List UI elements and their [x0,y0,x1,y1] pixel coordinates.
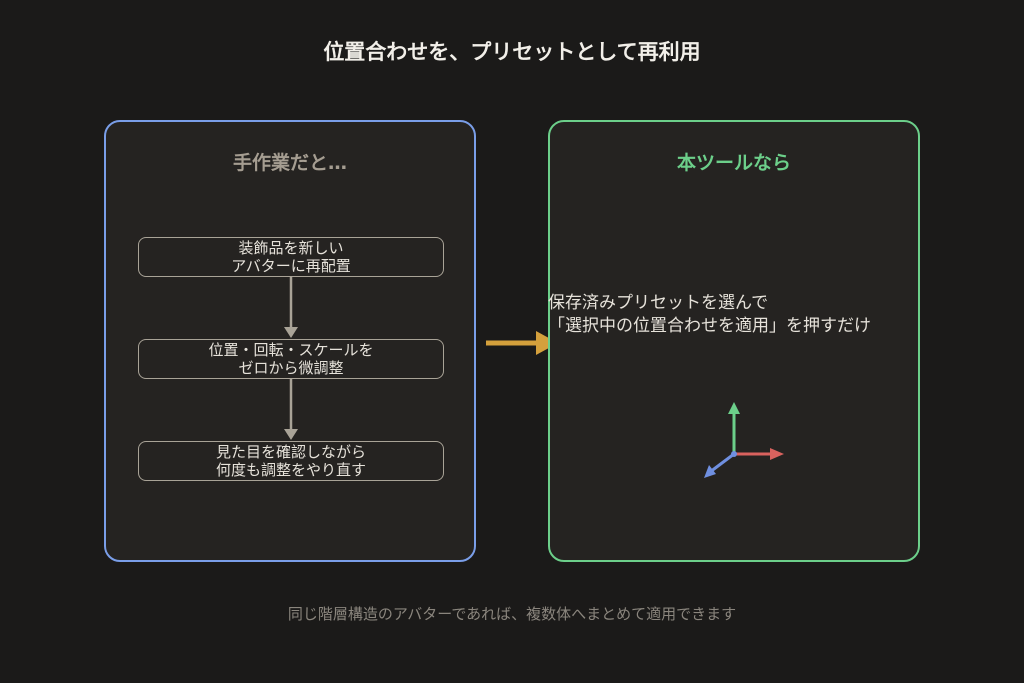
step-1-line-1: 装飾品を新しい [238,239,344,257]
step-3-line-1: 見た目を確認しながら [215,443,366,461]
manual-panel: 手作業だと… 装飾品を新しい アバターに再配置 位置・回転・スケールを ゼロから… [104,120,476,562]
step-3-line-2: 何度も調整をやり直す [215,461,366,479]
manual-panel-heading: 手作業だと… [232,152,347,174]
arrow-down-icon [284,277,298,338]
tool-panel: 本ツールなら [548,120,920,562]
arrow-right-icon [486,331,558,355]
tool-description-line-1: 保存済みプリセットを選んで [548,293,769,313]
step-2-line-2: ゼロから微調整 [238,359,344,377]
footer-note: 同じ階層構造のアバターであれば、複数体へまとめて適用できます [287,605,737,623]
tool-description: 保存済みプリセットを選んで 「選択中の位置合わせを適用」を押すだけ [548,292,871,338]
axis-gizmo-icon [704,402,784,478]
tool-panel-heading: 本ツールなら [676,152,791,174]
step-box-1: 装飾品を新しい アバターに再配置 [138,237,444,277]
step-box-2: 位置・回転・スケールを ゼロから微調整 [138,339,444,379]
arrow-down-icon [284,379,298,440]
tool-description-line-2: 「選択中の位置合わせを適用」を押すだけ [548,316,871,336]
step-box-3: 見た目を確認しながら 何度も調整をやり直す [138,441,444,481]
page-title: 位置合わせを、プリセットとして再利用 [323,40,701,64]
step-1-line-2: アバターに再配置 [231,257,351,275]
step-2-line-1: 位置・回転・スケールを [208,341,374,359]
